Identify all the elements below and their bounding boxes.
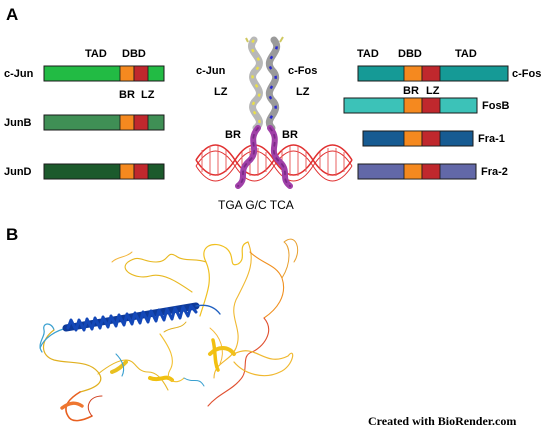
jun-dbd-header: DBD [122,48,146,60]
protein-name-c-jun: c-Jun [4,68,34,80]
c-terminal-loop [208,338,294,377]
jund-leucine-zipper [133,163,149,180]
basic-region-helices [235,125,293,189]
c-fos-basic-region [403,65,423,82]
predicted-protein-structure [39,238,299,422]
panel-b-letter: B [6,225,18,244]
fra-2-basic-region [403,163,423,180]
fos-tad-n-header: TAD [357,48,379,60]
fos-tad-c-header: TAD [455,48,477,60]
fra-2-leucine-zipper [421,163,441,180]
structure-label-br-left: BR [225,129,241,141]
junb-domain-bar [43,114,165,131]
fos-lz-label: LZ [426,85,440,97]
fra-2-domain-bar [357,163,477,180]
jun-tad-header: TAD [85,48,107,60]
jun-lz-label: LZ [141,89,155,101]
protein-name-fosb: FosB [482,100,510,112]
fra-1-basic-region [403,130,423,147]
c-fos-leucine-zipper [421,65,441,82]
fra-1-leucine-zipper [421,130,441,147]
c-fos-domain-bar [357,65,509,82]
c-jun-domain-bar [43,65,165,82]
junb-basic-region [119,114,135,131]
panel-a-letter: A [6,5,18,24]
junb-leucine-zipper [133,114,149,131]
protein-name-fra-2: Fra-2 [481,166,508,178]
protein-name-fra-1: Fra-1 [478,133,505,145]
leucine-zipper-coiled-coil [245,36,284,132]
c-jun-leucine-zipper [133,65,149,82]
jund-basic-region [119,163,135,180]
dna-double-helix [195,144,353,182]
bzip-dna-structure: c-Jun c-Fos LZ LZ BR BR TGA G/C TCA [195,36,353,212]
structure-label-c-fos: c-Fos [288,65,317,77]
jun-br-label: BR [119,89,135,101]
n-terminal-coil [39,321,205,422]
jund-domain-bar [43,163,165,180]
fra-1-domain-bar [362,130,474,147]
structure-label-br-right: BR [282,129,298,141]
c-jun-basic-region [119,65,135,82]
structure-label-lz-right: LZ [296,86,310,98]
fosb-basic-region [403,97,423,114]
fosb-domain-bar [343,97,478,114]
protein-name-c-fos: c-Fos [512,68,541,80]
fos-dbd-header: DBD [398,48,422,60]
protein-name-junb: JunB [4,117,32,129]
structure-label-lz-left: LZ [214,86,228,98]
biorender-credit: Created with BioRender.com [368,414,516,428]
fosb-leucine-zipper [421,97,441,114]
dna-consensus-sequence: TGA G/C TCA [218,198,294,212]
structure-label-c-jun: c-Jun [196,65,226,77]
long-alpha-helix [39,302,221,349]
protein-name-jund: JunD [4,166,32,178]
fos-br-label: BR [403,85,419,97]
